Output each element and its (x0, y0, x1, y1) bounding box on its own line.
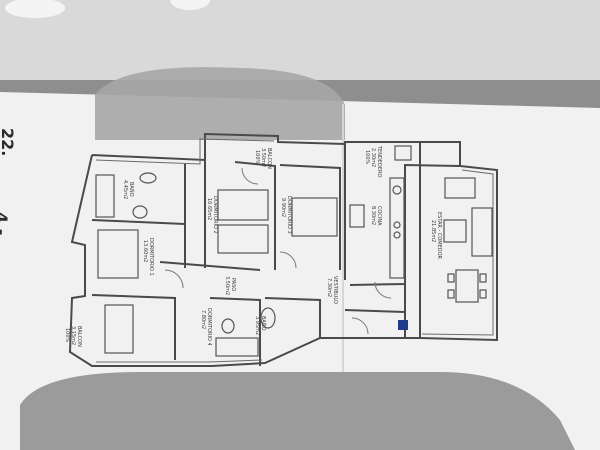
label-bano-bottom: BAÑO (260, 316, 267, 331)
area-dormitorio-1: 13.60m2 (142, 240, 148, 262)
label-balcon-top: BALCON (266, 148, 272, 169)
area-dormitorio-4: 7.80m2 (200, 310, 206, 329)
sofa (471, 207, 493, 257)
room-labels: BALCON 3.50m2 100% TENDEDERO 2.30m2 100%… (64, 145, 442, 347)
door-arc-2 (279, 251, 297, 269)
hob-1 (393, 221, 401, 229)
bed-dormitorio-2-a (217, 189, 269, 221)
bathroom-fixtures (95, 172, 276, 357)
sink-kitchen (392, 185, 402, 195)
door-arc-entry (351, 317, 369, 335)
area-vestibulo: 7.30m2 (326, 278, 332, 297)
living-furniture (443, 177, 493, 303)
dining-table (455, 269, 479, 303)
phone-shadow-bottom (20, 372, 575, 450)
area-tendedero: 2.30m2 (370, 148, 376, 167)
label-dormitorio-3: DORMITORIO 3 (286, 196, 292, 234)
bed-dormitorio-4 (104, 304, 134, 354)
chair-3 (479, 273, 487, 283)
area-cocina: 8.30m2 (370, 206, 376, 225)
area-balcon-top: 3.50m2 (260, 148, 266, 167)
phone-shadow-top (95, 67, 345, 140)
pct-tendedero: 100% (364, 150, 370, 165)
label-dormitorio-4: DORMITORIO 4 (206, 308, 212, 346)
kitchen-fixtures (349, 145, 412, 279)
lamp-glare-left (5, 0, 65, 18)
door-swings (164, 167, 392, 335)
door-arc-4 (241, 167, 259, 185)
pct-balcon-left: 100% (64, 328, 70, 343)
upper-light-area (0, 0, 600, 80)
area-dormitorio-3: 9.90m2 (280, 198, 286, 217)
kitchen-table (349, 204, 365, 228)
bed-dormitorio-2-b (217, 224, 269, 254)
pct-balcon-top: 100% (254, 150, 260, 165)
sink-top (132, 205, 148, 219)
label-estar-comedor: ESTAR - COMEDOR (436, 212, 442, 260)
handwritten-number: 22. (0, 128, 17, 156)
beds (97, 189, 338, 354)
lamp-glare-center (170, 0, 210, 10)
chair-1 (447, 273, 455, 283)
bathtub-top (95, 174, 115, 218)
bed-dormitorio-3 (291, 197, 338, 237)
chair-2 (447, 289, 455, 299)
area-estar-comedor: 21.85m2 (430, 220, 436, 242)
door-arc-3 (374, 281, 392, 299)
bathtub-bottom (215, 337, 259, 357)
sink-bottom (260, 307, 276, 329)
area-dormitorio-2: 10.65m2 (206, 198, 212, 220)
area-bano-top: 4.45m2 (122, 180, 128, 199)
label-tendedero: TENDEDERO (376, 145, 382, 177)
chair-4 (479, 289, 487, 299)
coffee-table (443, 219, 467, 243)
label-paso: PASO (230, 278, 236, 291)
plan-wall-inner-lines (95, 138, 494, 363)
label-vestibulo: VESTIBULO (332, 276, 338, 304)
hob-2 (393, 231, 401, 239)
handwritten-number-left: 4 - (0, 212, 11, 235)
label-cocina: COCINA (376, 206, 382, 226)
area-paso: 3.50m2 (224, 276, 230, 295)
washer (394, 145, 412, 161)
label-bano-top: BAÑO (128, 182, 135, 197)
area-bano-bottom: 3.95m2 (254, 316, 260, 335)
label-balcon-left: BALCON (76, 326, 82, 347)
bed-dormitorio-1 (97, 229, 139, 279)
door-arc-1 (164, 269, 184, 289)
armchair (444, 177, 476, 199)
entry-marker-icon (398, 320, 408, 330)
toilet-top (139, 172, 157, 184)
area-balcon-left: 3.15m2 (70, 326, 76, 345)
label-dormitorio-1: DORMITORIO 1 (148, 238, 154, 276)
toilet-bottom (221, 318, 235, 334)
label-dormitorio-2: DORMITORIO 2 (212, 196, 218, 234)
